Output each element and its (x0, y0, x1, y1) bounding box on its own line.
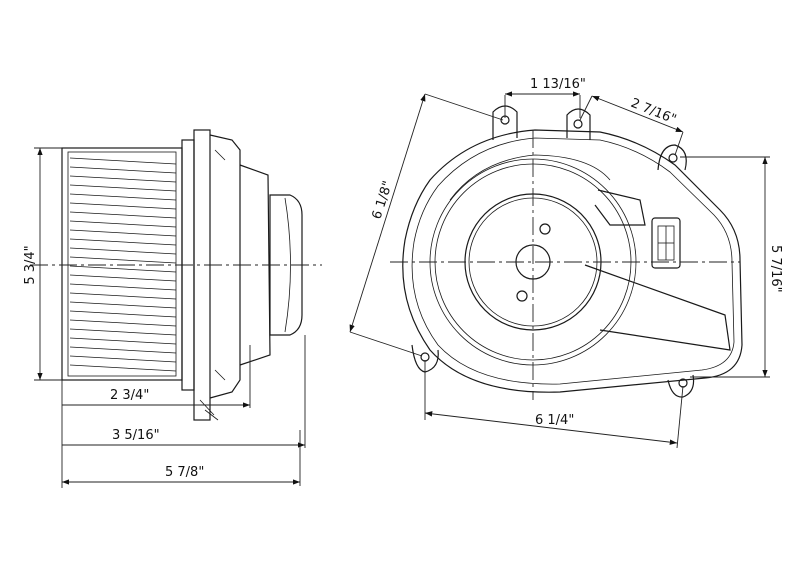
fan-blade (69, 310, 177, 318)
dimension-wheel-depth: 2 3/4" (62, 388, 250, 408)
screw (516, 290, 528, 302)
dimension-tab-spacing-right: 2 7/16" (579, 95, 684, 156)
front-view: 1 13/16" 2 7/16" 6 1/8" 5 7/16" 6 1/4" (349, 77, 783, 449)
fan-blade (69, 193, 177, 201)
fan-blade (69, 274, 177, 282)
fan-blade (69, 292, 177, 300)
wheel-depth-label: 2 3/4" (110, 388, 149, 403)
dimension-plate-depth: 3 5/16" (62, 428, 305, 448)
screw (539, 223, 551, 235)
mounting-tabs (411, 105, 695, 398)
fan-blade (69, 184, 177, 192)
overall-depth-label: 5 7/8" (165, 465, 204, 480)
fan-blade (69, 175, 177, 183)
front-height-label: 5 7/16" (768, 245, 783, 293)
side-view: 5 3/4" 2 3/4" 3 5/16" 5 7/8" (23, 129, 322, 488)
fan-blade (69, 346, 177, 354)
fan-wheel (61, 147, 183, 381)
dimension-front-height: 5 7/16" (680, 156, 783, 378)
dimension-overall-depth: 5 7/8" (62, 465, 300, 485)
fan-blade (69, 238, 177, 246)
motor-housing (269, 194, 303, 336)
fan-blade (69, 355, 177, 363)
dimension-width: 6 1/4" (424, 360, 684, 449)
fan-blade (69, 220, 177, 228)
fan-blade (69, 319, 177, 327)
width-label: 6 1/4" (535, 413, 574, 428)
fan-blade (69, 202, 177, 210)
fan-blade (69, 265, 177, 273)
fan-blade (69, 229, 177, 237)
side-height-label: 5 3/4" (23, 245, 38, 284)
fan-blade (69, 337, 177, 345)
dimension-diagonal: 6 1/8" (349, 93, 504, 357)
mounting-plate (181, 129, 271, 421)
tab-spacing-label: 1 13/16" (530, 77, 586, 92)
dimension-tab-spacing: 1 13/16" (504, 77, 586, 118)
electrical-connector (651, 217, 681, 269)
fan-blade (69, 301, 177, 309)
fan-blade (69, 211, 177, 219)
fan-blade (69, 364, 177, 372)
fan-blade (69, 157, 177, 165)
housing-outline (402, 129, 743, 393)
dimension-height: 5 3/4" (23, 147, 62, 381)
fan-blade (69, 247, 177, 255)
fan-blade (69, 166, 177, 174)
fan-blade (69, 283, 177, 291)
fan-blade (69, 328, 177, 336)
fan-blade (69, 256, 177, 264)
plate-depth-label: 3 5/16" (112, 428, 160, 443)
tab-spacing-right-label: 2 7/16" (629, 96, 679, 128)
